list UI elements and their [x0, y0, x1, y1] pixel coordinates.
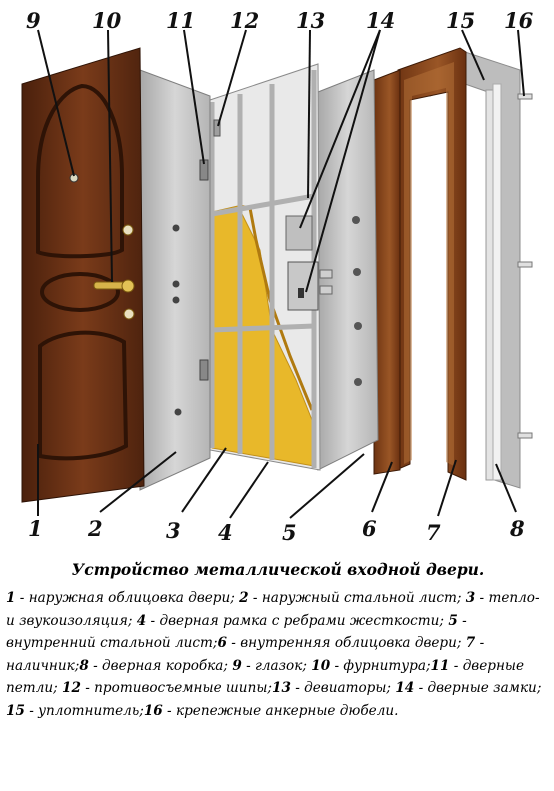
legend-item-number: 7	[465, 635, 476, 652]
legend-item-number: 8	[79, 657, 89, 674]
legend-item-text: - дверные петли;	[6, 657, 525, 697]
legend-item-number: 5	[448, 612, 458, 629]
legend-item: 7 - наличник;	[6, 635, 484, 674]
legend-item-text: - тепло- и звукоизоляция;	[6, 590, 540, 629]
label-3: 3	[166, 518, 181, 543]
legend-item-text: - фурнитура;	[330, 657, 431, 674]
label-8: 8	[509, 516, 525, 541]
caption: Устройство металлической входной двери. …	[6, 560, 550, 723]
legend-item-number: 2	[239, 590, 249, 606]
legend-item: 1 - наружная облицовка двери;	[6, 590, 239, 606]
legend: 1 - наружная облицовка двери; 2 - наружн…	[6, 587, 550, 723]
caption-title: Устройство металлической входной двери.	[71, 560, 485, 579]
hardware-icon	[93, 224, 135, 320]
legend-item-number: 1	[6, 590, 16, 606]
outer-steel-sheet	[139, 69, 211, 491]
legend-item-text: - дверная коробка;	[88, 657, 233, 674]
legend-item-number: 14	[395, 680, 415, 697]
legend-item-number: 15	[6, 702, 25, 719]
legend-item: 6 - внутренняя облицовка двери;	[218, 635, 466, 651]
casing-trim	[395, 47, 467, 481]
legend-item: 16 - крепежные анкерные дюбели.	[144, 703, 399, 719]
label-14: 14	[366, 8, 395, 33]
legend-item: 11 - дверные петли;	[6, 658, 524, 697]
legend-item-number: 13	[271, 680, 291, 697]
legend-item-text: - девиаторы;	[290, 680, 396, 697]
legend-item: 10 - фурнитура;	[311, 658, 430, 674]
legend-item-text: - крепежные анкерные дюбели.	[162, 702, 399, 719]
legend-item: 9 - глазок;	[232, 658, 311, 674]
legend-item: 5 - внутренний стальной лист;	[6, 613, 467, 652]
legend-item-text: - противосъемные шипы;	[80, 680, 272, 697]
legend-item: 3 - тепло- и звукоизоляция;	[6, 590, 540, 629]
legend-item: 15 - уплотнитель;	[6, 703, 144, 719]
legend-item: 13 - девиаторы;	[272, 680, 395, 696]
label-13: 13	[296, 8, 325, 33]
legend-item: 8 - дверная коробка;	[79, 658, 232, 674]
label-11: 11	[166, 8, 195, 33]
label-6: 6	[362, 516, 377, 541]
legend-item-text: - наружная облицовка двери;	[15, 590, 240, 606]
legend-item: 2 - наружный стальной лист;	[239, 590, 466, 606]
legend-item-number: 3	[465, 590, 476, 606]
label-15: 15	[446, 8, 475, 33]
label-4: 4	[218, 520, 233, 545]
label-16: 16	[504, 8, 534, 33]
label-12: 12	[230, 8, 259, 33]
legend-item-number: 10	[311, 657, 331, 674]
legend-item-number: 16	[143, 702, 163, 719]
label-9: 9	[26, 8, 41, 33]
legend-item-number: 4	[136, 612, 147, 629]
label-10: 10	[92, 8, 122, 33]
door-box-frame	[409, 51, 533, 489]
door-layers-diagram: 9 10 11 12 13 14 15 16 1 2 3 4 5 6 7 8	[21, 8, 534, 545]
legend-item-number: 11	[430, 657, 450, 674]
legend-item: 12 - противосъемные шипы;	[62, 680, 272, 696]
legend-item-text: - дверная рамка с ребрами жесткости;	[146, 612, 449, 629]
legend-item-text: - внутренний стальной лист;	[6, 612, 467, 652]
legend-item-text: - внутренняя облицовка двери;	[226, 635, 466, 652]
callout-numbers: 9 10 11 12 13 14 15 16 1 2 3 4 5 6 7 8	[26, 8, 534, 545]
label-2: 2	[87, 516, 103, 541]
inner-steel-sheet	[317, 69, 379, 471]
legend-item-text: - наружный стальной лист;	[248, 590, 466, 606]
anchor-dowel-icon	[517, 93, 533, 439]
label-7: 7	[426, 520, 441, 545]
legend-item-number: 9	[232, 657, 242, 674]
legend-item-text: - уплотнитель;	[24, 702, 144, 719]
label-5: 5	[282, 520, 297, 545]
legend-item: 14 - дверные замки;	[395, 680, 541, 696]
door-frame-with-ribs	[209, 63, 333, 471]
outer-lining-panel	[21, 47, 145, 503]
anti-removal-pin-icon	[213, 119, 221, 137]
legend-item-text: - глазок;	[241, 657, 312, 674]
legend-item-text: - наличник;	[6, 635, 485, 674]
legend-item: 4 - дверная рамка с ребрами жесткости;	[137, 613, 449, 629]
legend-item-number: 6	[217, 635, 227, 652]
legend-item-text: - дверные замки;	[414, 680, 542, 697]
leader-lines	[37, 29, 525, 519]
label-1: 1	[28, 516, 43, 541]
legend-item-number: 12	[62, 680, 81, 697]
